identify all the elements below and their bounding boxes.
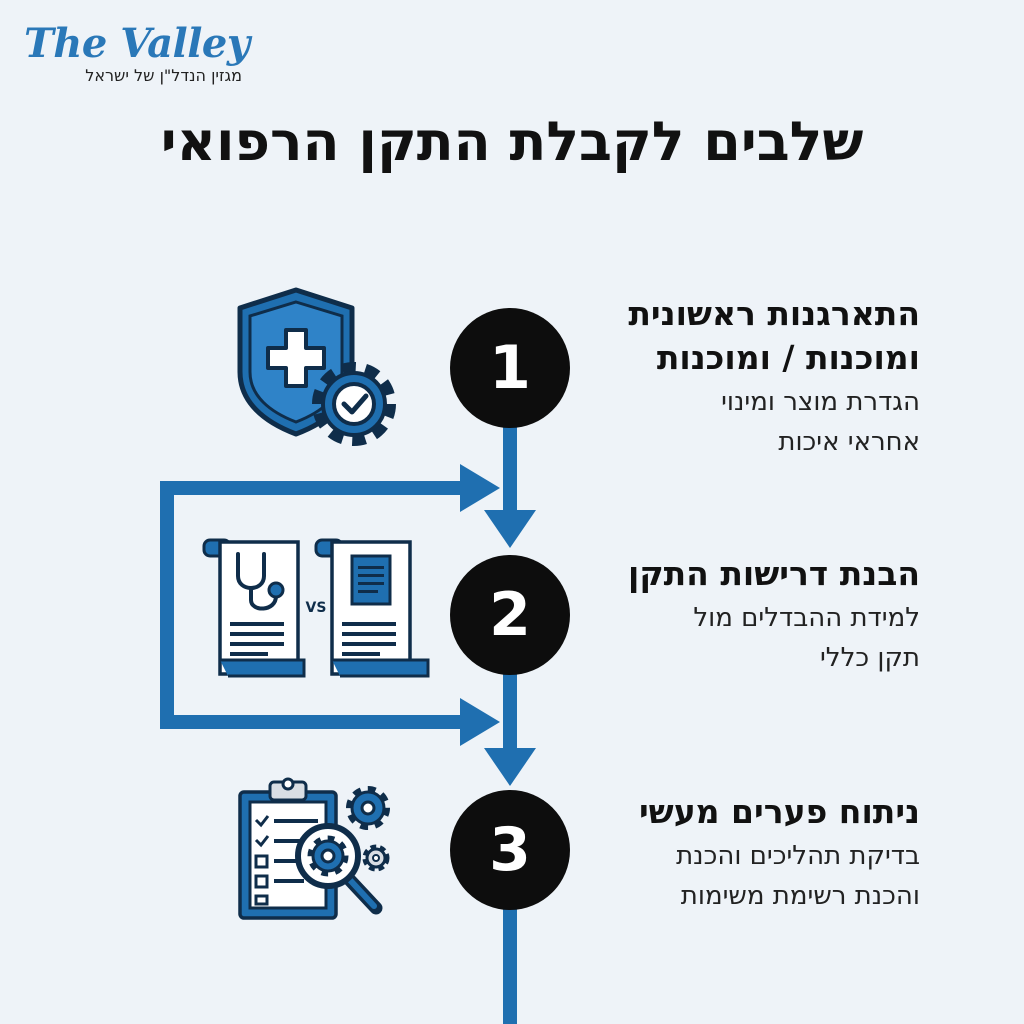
timeline-line [503, 420, 517, 1024]
step-title-3: ניתוח פערים מעשי [638, 792, 920, 831]
vs-label: VS [306, 600, 327, 616]
step-number-3: 3 [450, 790, 570, 910]
step-number-2: 2 [450, 555, 570, 675]
step-desc-3-line2: והכנת רשימת משימות [680, 881, 920, 911]
feedback-arrow-bottom [460, 698, 500, 746]
feedback-arrow-top [460, 464, 500, 512]
document-report-icon [314, 538, 430, 678]
brand-logo: The Valley מגזין הנדל"ן של ישראל [24, 20, 264, 86]
step-text-2: הבנת דרישות התקן למידת ההבדלים מול תקן כ… [590, 552, 920, 676]
step-desc-1-line2: אחראי איכות [778, 427, 920, 457]
document-stethoscope-icon [202, 538, 306, 678]
clipboard-magnifier-gears-icon [238, 777, 390, 920]
arrow-down-2 [484, 748, 536, 786]
step-title-1-line1: התארגנות ראשונית [628, 294, 920, 333]
step-desc-3-line1: בדיקת תהליכים והכנת [676, 841, 920, 871]
step-desc-1-line1: הגדרת מוצר ומינוי [721, 387, 920, 417]
step-desc-2-line1: למידת ההבדלים מול [693, 603, 920, 633]
step-text-3: ניתוח פערים מעשי בדיקת תהליכים והכנת והכ… [590, 790, 920, 914]
page-title: שלבים לקבלת התקן הרפואי [160, 110, 864, 173]
shield-medical-gear-check-icon [237, 287, 396, 446]
brand-tagline: מגזין הנדל"ן של ישראל [85, 66, 242, 85]
step-title-2: הבנת דרישות התקן [628, 554, 920, 593]
step-desc-2-line2: תקן כללי [819, 643, 920, 673]
brand-name: The Valley [24, 20, 250, 67]
feedback-loop-line [160, 481, 468, 729]
arrow-down-1 [484, 510, 536, 548]
step-text-1: התארגנות ראשונית ומוכנות / ומוכנות הגדרת… [590, 292, 920, 460]
documents-compare-icon: VS [202, 538, 430, 678]
step-number-1: 1 [450, 308, 570, 428]
step-title-1-line2: ומוכנות / ומוכנות [656, 338, 920, 377]
